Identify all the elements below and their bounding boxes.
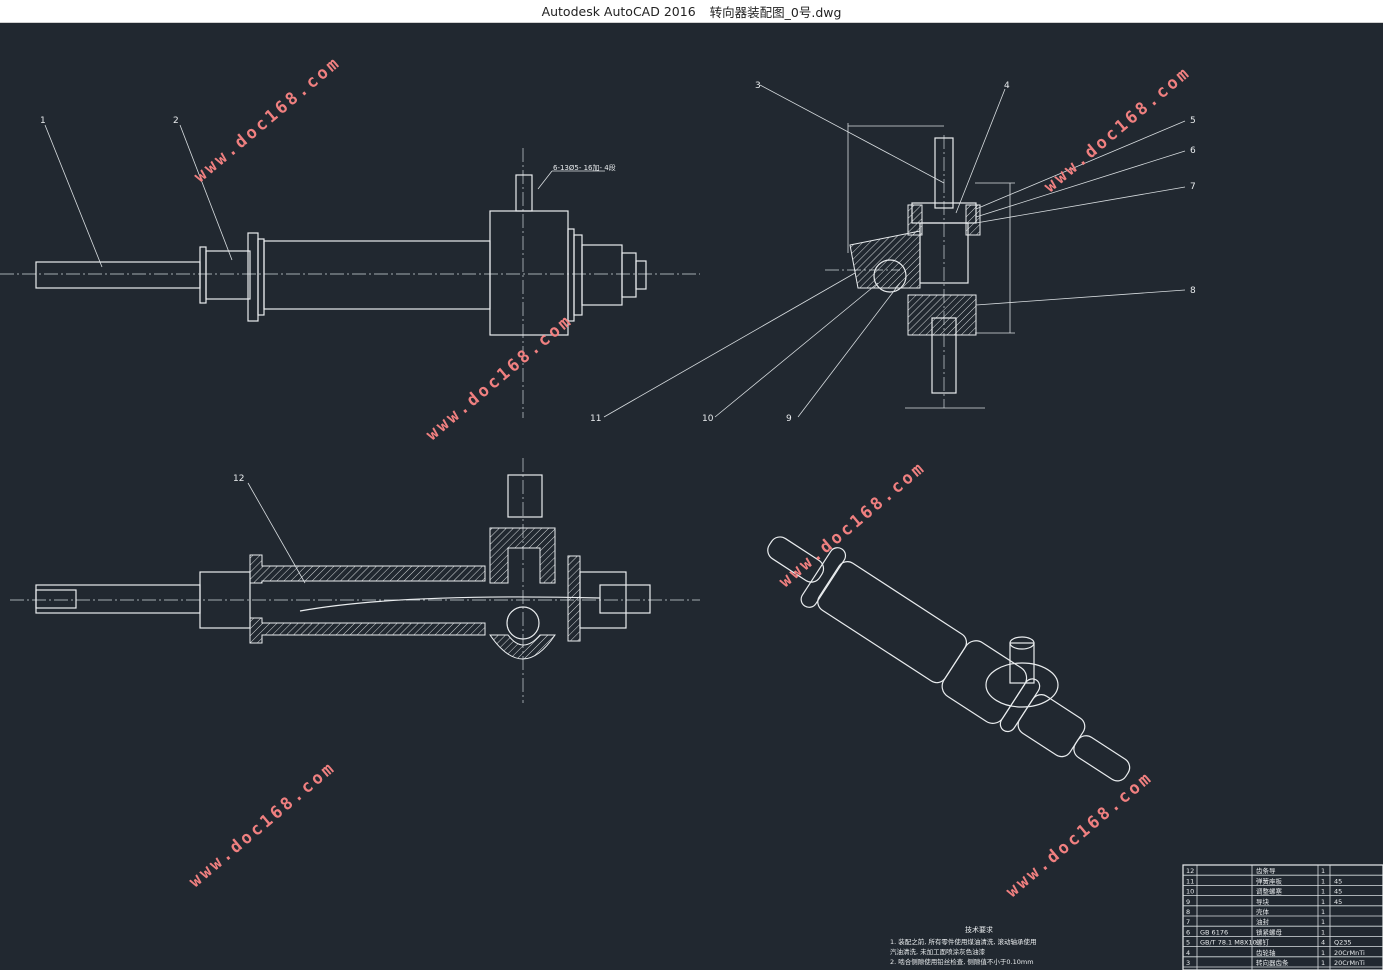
bom-cell-qty: 1 xyxy=(1321,867,1325,875)
callout-6: 6 xyxy=(1190,146,1196,156)
dimension-note: 6-13Ø5- 16加- 4段 xyxy=(553,163,616,172)
front-view xyxy=(0,148,700,418)
bom-cell-material: 45 xyxy=(1334,888,1342,896)
bom-cell-code: GB/T 78.1 M8X10 xyxy=(1200,939,1257,947)
bom-cell-no: 9 xyxy=(1186,898,1190,906)
bom-cell-no: 12 xyxy=(1186,867,1194,875)
bom-cell-material: 20CrMnTi xyxy=(1334,949,1365,957)
watermark: www.doc168.com xyxy=(190,52,345,186)
bom-cell-material: 45 xyxy=(1334,898,1342,906)
bom-cell-no: 3 xyxy=(1186,959,1190,967)
callout-9: 9 xyxy=(786,414,792,424)
side-section-view xyxy=(825,123,1015,409)
callout-11: 11 xyxy=(590,414,601,424)
watermark: www.doc168.com xyxy=(775,457,930,591)
bom-cell-no: 5 xyxy=(1186,939,1190,947)
longitudinal-section-view xyxy=(10,458,700,703)
bom-cell-no: 7 xyxy=(1186,918,1190,926)
title-bar: Autodesk AutoCAD 2016 转向器装配图_0号.dwg xyxy=(0,0,1383,23)
callout-5: 5 xyxy=(1190,116,1196,126)
file-name: 转向器装配图_0号.dwg xyxy=(709,4,842,20)
bom-cell-material: 45 xyxy=(1334,877,1342,885)
bom-cell-qty: 1 xyxy=(1321,898,1325,906)
tech-requirements: 技术要求 1. 装配之前, 所有零件使用煤油清洗, 滚动轴承使用 汽油清洗, 未… xyxy=(890,925,1037,966)
bom-cell-name: 壳体 xyxy=(1256,907,1270,916)
bom-cell-code: GB 6176 xyxy=(1200,928,1228,936)
bom-cell-qty: 1 xyxy=(1321,918,1325,926)
bom-cell-name: 齿条导 xyxy=(1256,866,1276,875)
bom-cell-material: 20CrMnTi xyxy=(1334,959,1365,967)
bom-cell-no: 10 xyxy=(1186,888,1194,896)
bom-cell-no: 8 xyxy=(1186,908,1190,916)
app-title: Autodesk AutoCAD 2016 xyxy=(541,3,696,19)
bom-cell-name: 油封 xyxy=(1256,917,1270,926)
bom-cell-name: 弹簧座板 xyxy=(1256,876,1283,885)
isometric-pinion xyxy=(985,636,1059,708)
watermark: www.doc168.com xyxy=(1040,62,1195,196)
tech-req-line: 2. 啮合侧隙使用铅丝检查, 侧隙值不小于0.10mm xyxy=(890,957,1034,966)
bom-cell-qty: 1 xyxy=(1321,888,1325,896)
bom-cell-qty: 1 xyxy=(1321,928,1325,936)
callouts: 1 2 3 4 5 6 7 8 9 10 11 12 6-13Ø5- 16加- … xyxy=(40,81,1196,584)
bom-cell-name: 导块 xyxy=(1256,897,1270,906)
bom-cell-qty: 1 xyxy=(1321,908,1325,916)
callout-8: 8 xyxy=(1190,286,1196,296)
drawing-svg: 1 2 3 4 5 6 7 8 9 10 11 12 6-13Ø5- 16加- … xyxy=(0,52,1383,970)
bom-cell-name: 调整螺塞 xyxy=(1256,887,1283,896)
watermarks: www.doc168.com www.doc168.com www.doc168… xyxy=(185,52,1195,901)
callout-3: 3 xyxy=(755,81,761,91)
tech-req-line: 汽油清洗, 未加工面喷涂灰色油漆 xyxy=(890,947,986,956)
watermark: www.doc168.com xyxy=(1002,767,1157,901)
watermark: www.doc168.com xyxy=(185,757,340,891)
bom-cell-qty: 1 xyxy=(1321,949,1325,957)
callout-1: 1 xyxy=(40,116,46,126)
bom-cell-material: Q235 xyxy=(1334,939,1352,947)
callout-10: 10 xyxy=(702,414,714,424)
bom-cell-qty: 4 xyxy=(1321,939,1325,947)
bom-cell-name: 锁紧螺母 xyxy=(1256,927,1283,936)
drawing-canvas[interactable]: 1 2 3 4 5 6 7 8 9 10 11 12 6-13Ø5- 16加- … xyxy=(0,23,1383,970)
callout-2: 2 xyxy=(173,116,179,126)
bom-cell-no: 4 xyxy=(1186,949,1190,957)
watermark: www.doc168.com xyxy=(422,310,577,444)
callout-7: 7 xyxy=(1190,182,1196,192)
tech-req-title: 技术要求 xyxy=(965,925,993,934)
bom-cell-name: 螺钉 xyxy=(1256,938,1270,947)
bom-cell-qty: 1 xyxy=(1321,959,1325,967)
bom-cell-no: 11 xyxy=(1186,877,1194,885)
bom-cell-name: 转向器齿条 xyxy=(1256,958,1289,967)
tech-req-line: 1. 装配之前, 所有零件使用煤油清洗, 滚动轴承使用 xyxy=(890,937,1037,946)
callout-4: 4 xyxy=(1004,81,1010,91)
isometric-view xyxy=(767,536,1131,782)
bom-cell-no: 6 xyxy=(1186,928,1190,936)
bom-cell-name: 齿轮轴 xyxy=(1256,948,1276,957)
bom-cell-qty: 1 xyxy=(1321,877,1325,885)
callout-12: 12 xyxy=(233,474,244,484)
